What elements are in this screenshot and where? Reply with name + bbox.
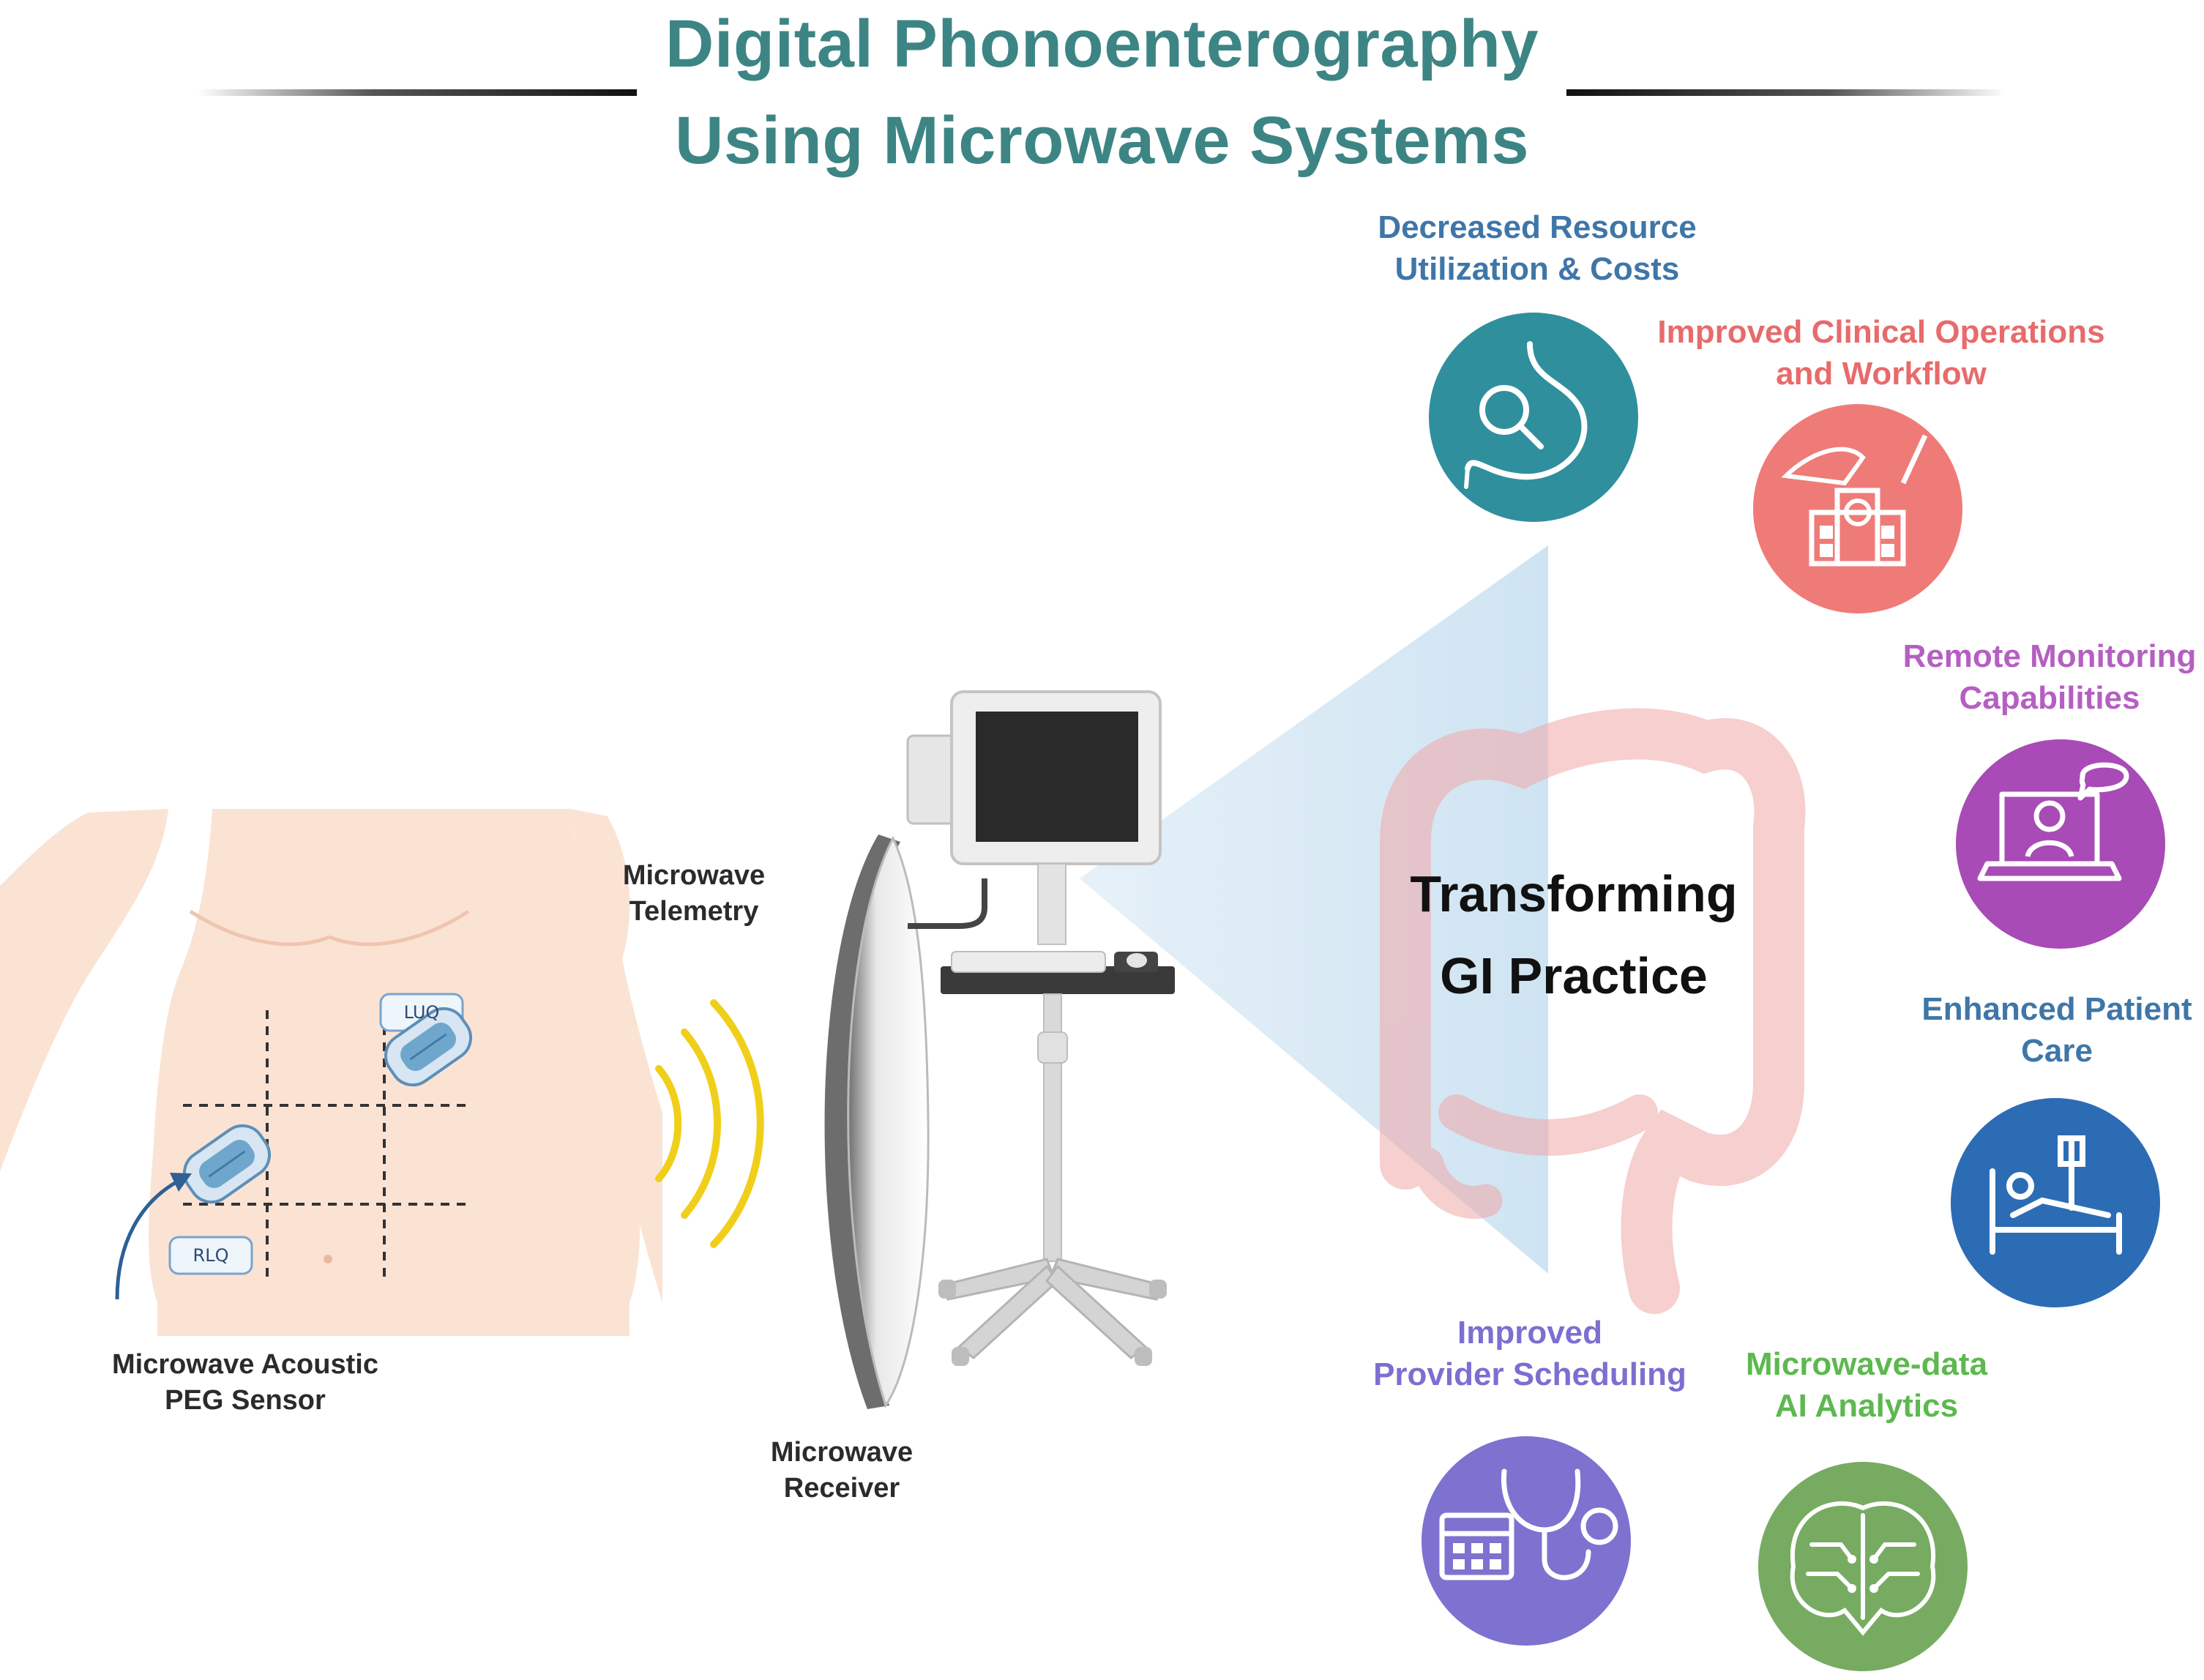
receiver-dish-rim <box>824 835 900 1409</box>
telemetry-wave-icon <box>655 999 764 1248</box>
rlq-tag-label: RLQ <box>193 1245 229 1266</box>
title-separator-lines <box>198 89 2006 96</box>
telemedicine-laptop-icon <box>1977 762 2129 881</box>
rlq-tag <box>168 1236 253 1275</box>
stethoscope-calendar-icon <box>1439 1468 1618 1580</box>
telemetry-label: Microwave Telemetry <box>622 860 766 927</box>
right-arm <box>0 809 168 1171</box>
benefit-circle-patient <box>1951 1098 2160 1307</box>
receiver-dish <box>847 835 930 1408</box>
hospital-icon <box>1781 434 1928 567</box>
torso-illustration <box>0 809 662 1336</box>
benefit-label-ai: Microwave-data AI Analytics <box>1745 1346 1988 1425</box>
center-label: Transforming GI Practice <box>1369 853 1779 1017</box>
benefit-label-scheduling: Improved Provider Scheduling <box>1373 1315 1686 1393</box>
torso-body <box>88 809 640 1336</box>
benefit-label-patient: Enhanced Patient Care <box>1921 991 2192 1069</box>
benefit-circle-remote <box>1956 739 2165 949</box>
benefit-label-remote: Remote Monitoring Capabilities <box>1902 638 2197 717</box>
colon-illustration <box>1380 708 1806 1314</box>
luq-tag-label: LUQ <box>403 1002 440 1023</box>
stomach-magnifier-icon <box>1464 341 1588 489</box>
benefit-label-resource: Decreased Resource Utilization & Costs <box>1378 209 1697 288</box>
receiver-label: Microwave Receiver <box>770 1437 914 1504</box>
benefit-circle-ai <box>1758 1462 1968 1671</box>
benefit-circle-scheduling <box>1422 1436 1631 1646</box>
peg-sensor-upper <box>384 1007 473 1087</box>
title-line-right <box>1566 89 2006 96</box>
center-label-line-1: Transforming <box>1410 865 1738 922</box>
sensor-label: Microwave Acoustic PEG Sensor <box>112 1349 378 1416</box>
center-label-line-2: GI Practice <box>1440 947 1708 1004</box>
stand-base <box>943 1258 1162 1359</box>
benefit-label-clinical: Improved Clinical Operations and Workflo… <box>1657 314 2105 392</box>
peg-sensor-lower <box>182 1124 272 1204</box>
keyboard-tray <box>941 966 1175 994</box>
sensor-arrow <box>115 1176 184 1300</box>
keyboard <box>951 951 1106 973</box>
monitor-screen <box>976 712 1138 842</box>
ai-brain-icon <box>1790 1501 1936 1636</box>
left-arm <box>571 809 662 1303</box>
benefit-circle-resource <box>1429 313 1638 522</box>
hospital-bed-icon <box>1990 1135 2122 1255</box>
microwave-receiver-workstation <box>824 690 1175 1409</box>
title-line-1: Digital Phonoenterography <box>665 7 1539 81</box>
title-line-2: Using Microwave Systems <box>674 103 1530 178</box>
title-line-left <box>198 89 637 96</box>
benefit-circle-clinical <box>1753 404 1962 613</box>
